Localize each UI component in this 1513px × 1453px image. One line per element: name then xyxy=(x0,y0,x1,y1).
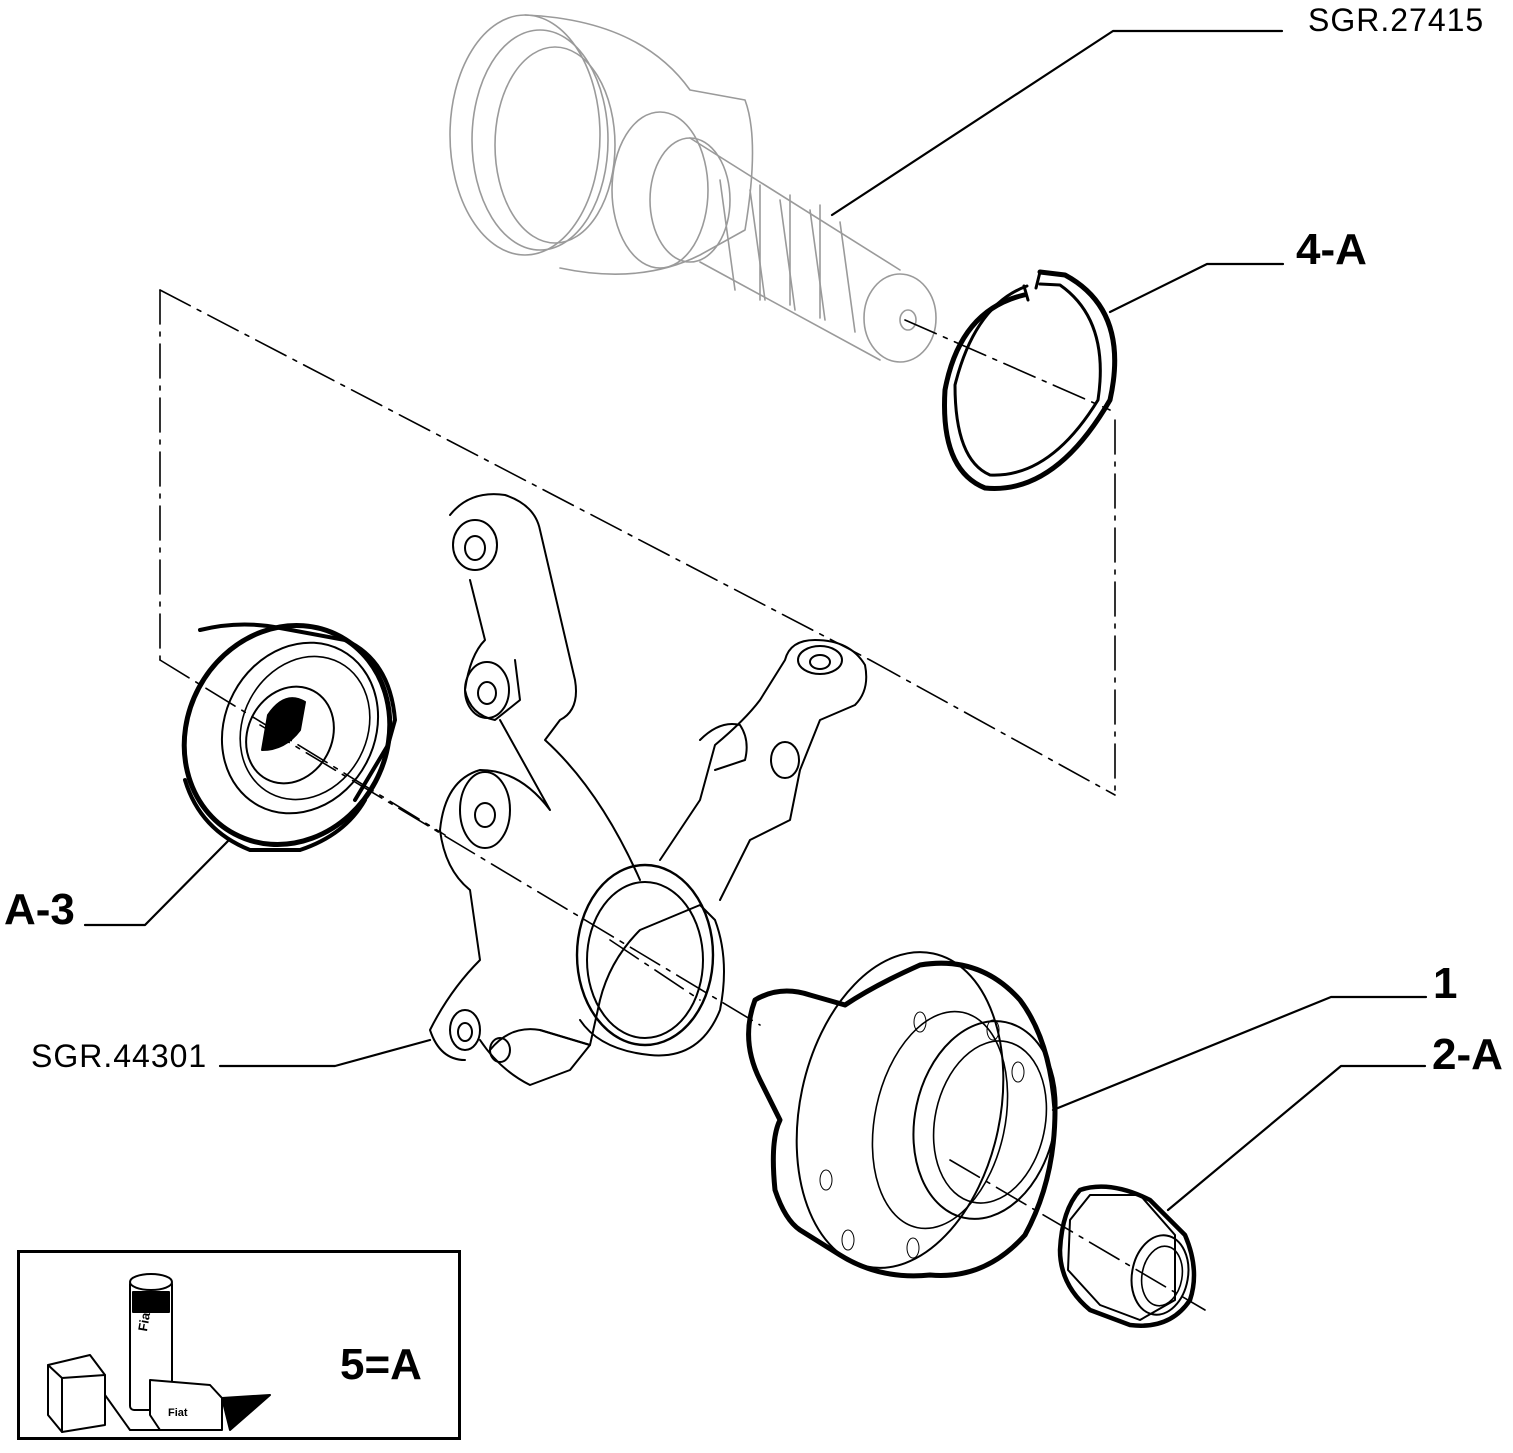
leader-1 xyxy=(1051,995,1428,1112)
assembly-axis-lines xyxy=(159,289,1206,1311)
callout-sgr-44301: SGR.44301 xyxy=(31,1038,208,1074)
grease-product-icon xyxy=(47,1273,271,1433)
legend-text: 5=A xyxy=(340,1340,422,1389)
leader-a3 xyxy=(83,838,231,927)
leader-lines xyxy=(83,29,1428,1212)
hub-nut xyxy=(1057,1184,1197,1328)
legend-box xyxy=(17,1250,461,1440)
callout-sgr-27415: SGR.27415 xyxy=(1308,2,1485,38)
leader-sgr-27415 xyxy=(830,29,1284,217)
callout-4a: 4-A xyxy=(1296,225,1367,274)
callout-1: 1 xyxy=(1433,959,1458,1008)
wheel-hub xyxy=(746,951,1058,1279)
callout-2a: 2-A xyxy=(1432,1030,1503,1079)
leader-2a xyxy=(1166,1064,1427,1212)
callout-a3: A-3 xyxy=(4,885,75,934)
wheel-bearing xyxy=(181,622,397,852)
box-brand-label: Fiat xyxy=(168,1407,188,1419)
drive-shaft-cv-joint xyxy=(449,14,937,363)
steering-knuckle xyxy=(429,493,868,1086)
snap-ring xyxy=(942,269,1118,491)
tube-brand-label: Fiat xyxy=(135,1307,154,1333)
leader-4a xyxy=(1108,262,1285,314)
leader-sgr-44301 xyxy=(218,1038,432,1068)
